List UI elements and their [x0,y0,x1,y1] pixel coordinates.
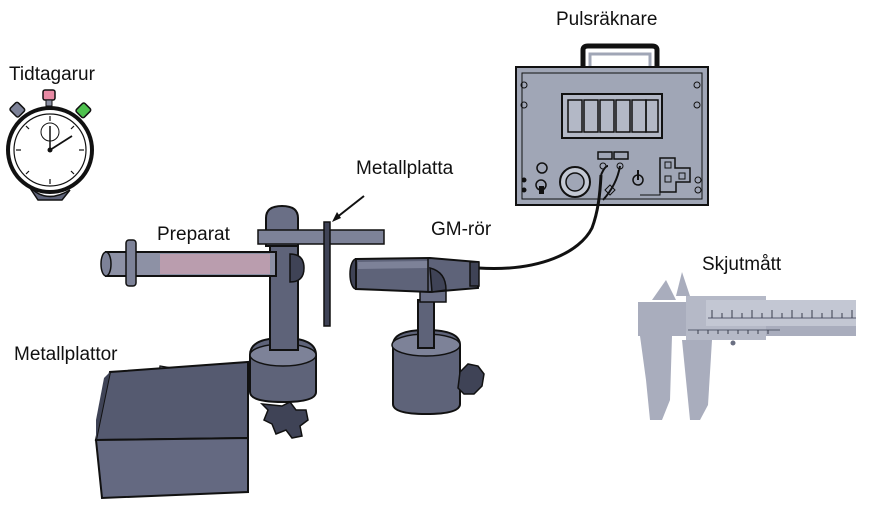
sample-stand [249,204,385,439]
gm-cable [477,174,603,271]
metal-plate [323,221,331,327]
label-metal-plates: Metallplattor [14,344,118,365]
stopwatch [6,89,94,201]
sample-holder [100,239,277,287]
pulse-counter [515,43,709,206]
gm-tube [349,256,480,294]
caliper-scale-ticks [697,310,853,334]
caliper [638,272,856,420]
label-metal-plate: Metallplatta [356,158,454,179]
label-gm-tube: GM-rör [431,219,492,240]
pulse-counter-display [561,93,663,139]
gm-tube-stand [391,285,485,416]
label-sample: Preparat [157,224,230,245]
label-pulse-counter: Pulsräknare [556,9,658,30]
metal-plates-box [94,360,249,500]
metal-plate-arrow [335,195,365,219]
label-caliper: Skjutmått [702,254,782,275]
label-stopwatch: Tidtagarur [9,64,95,85]
